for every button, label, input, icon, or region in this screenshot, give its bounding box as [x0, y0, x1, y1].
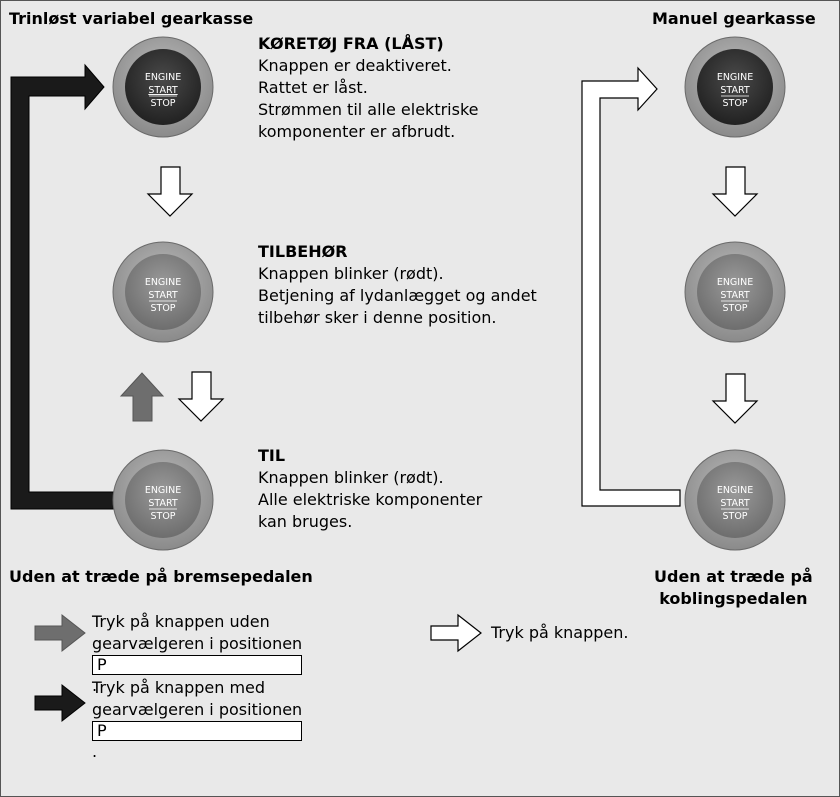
start-label: START [148, 498, 178, 509]
stop-label: STOP [150, 98, 175, 109]
cvt-title: Trinløst variabel gearkasse [9, 9, 254, 28]
state-line: kan bruges. [258, 512, 353, 531]
park-position-box: P [92, 655, 303, 675]
manual-button-on: ENGINE START STOP [684, 449, 786, 551]
legend-grey-arrow [34, 613, 86, 653]
legend-black-text: Tryk på knappen med gearvælgeren i posit… [92, 677, 303, 763]
start-label: START [720, 85, 750, 96]
cvt-button-off: ENGINE START STOP [112, 36, 214, 138]
clutch-note-line: Uden at træde på [654, 567, 813, 586]
engine-label: ENGINE [717, 277, 753, 288]
state-vehicle-off: KØRETØJ FRA (LÅST) Knappen er deaktivere… [258, 33, 478, 143]
manual-button-accessory: ENGINE START STOP [684, 241, 786, 343]
manual-button-off: ENGINE START STOP [684, 36, 786, 138]
cvt-button-on: ENGINE START STOP [112, 449, 214, 551]
legend-white-arrow [430, 613, 482, 653]
start-label: START [148, 85, 178, 96]
start-label: START [720, 290, 750, 301]
engine-label: ENGINE [717, 485, 753, 496]
stop-label: STOP [722, 511, 747, 522]
down-arrow-off-to-acc [146, 166, 194, 217]
stop-label: STOP [150, 511, 175, 522]
stop-label: STOP [722, 303, 747, 314]
state-line: Alle elektriske komponenter [258, 490, 483, 509]
clutch-note: Uden at træde på koblingspedalen [654, 566, 813, 610]
manual-down-arrow-2 [711, 373, 759, 424]
legend-line: gearvælgeren i positionen P. [92, 634, 303, 695]
manual-down-arrow-1 [711, 166, 759, 217]
start-label: START [720, 498, 750, 509]
state-line: Rattet er låst. [258, 78, 368, 97]
state-line: Knappen er deaktiveret. [258, 56, 452, 75]
state-on: TIL Knappen blinker (rødt). Alle elektri… [258, 445, 482, 533]
state-line: Knappen blinker (rødt). [258, 468, 444, 487]
state-line: komponenter er afbrudt. [258, 122, 456, 141]
state-line: Strømmen til alle elektriske [258, 100, 479, 119]
legend-text: gearvælgeren i positionen [92, 634, 303, 653]
down-arrow-acc-to-on [177, 371, 225, 422]
legend-black-arrow [34, 683, 86, 723]
engine-label: ENGINE [145, 485, 181, 496]
legend-grey-text: Tryk på knappen uden gearvælgeren i posi… [92, 611, 303, 697]
legend-line: gearvælgeren i positionen P. [92, 700, 303, 761]
state-title: TIL [258, 446, 286, 465]
manual-title: Manuel gearkasse [652, 9, 816, 28]
white-return-arrow [581, 66, 681, 507]
state-line: Knappen blinker (rødt). [258, 264, 444, 283]
cvt-button-accessory: ENGINE START STOP [112, 241, 214, 343]
state-accessory: TILBEHØR Knappen blinker (rødt). Betjeni… [258, 241, 537, 329]
state-title: TILBEHØR [258, 242, 348, 261]
black-return-arrow [10, 63, 121, 510]
stop-label: STOP [722, 98, 747, 109]
legend-line: Tryk på knappen uden [92, 612, 270, 631]
engine-label: ENGINE [145, 72, 181, 83]
park-position-box: P [92, 721, 303, 741]
state-line: tilbehør sker i denne position. [258, 308, 497, 327]
grey-up-arrow [119, 372, 165, 422]
legend-white-text: Tryk på knappen. [491, 623, 629, 642]
legend-line: Tryk på knappen med [92, 678, 266, 697]
clutch-note-line: koblingspedalen [659, 589, 808, 608]
legend-text: gearvælgeren i positionen [92, 700, 303, 719]
start-label: START [148, 290, 178, 301]
state-title: KØRETØJ FRA (LÅST) [258, 34, 444, 53]
engine-label: ENGINE [717, 72, 753, 83]
engine-label: ENGINE [145, 277, 181, 288]
brake-note: Uden at træde på bremsepedalen [9, 567, 313, 586]
stop-label: STOP [150, 303, 175, 314]
state-line: Betjening af lydanlægget og andet [258, 286, 537, 305]
